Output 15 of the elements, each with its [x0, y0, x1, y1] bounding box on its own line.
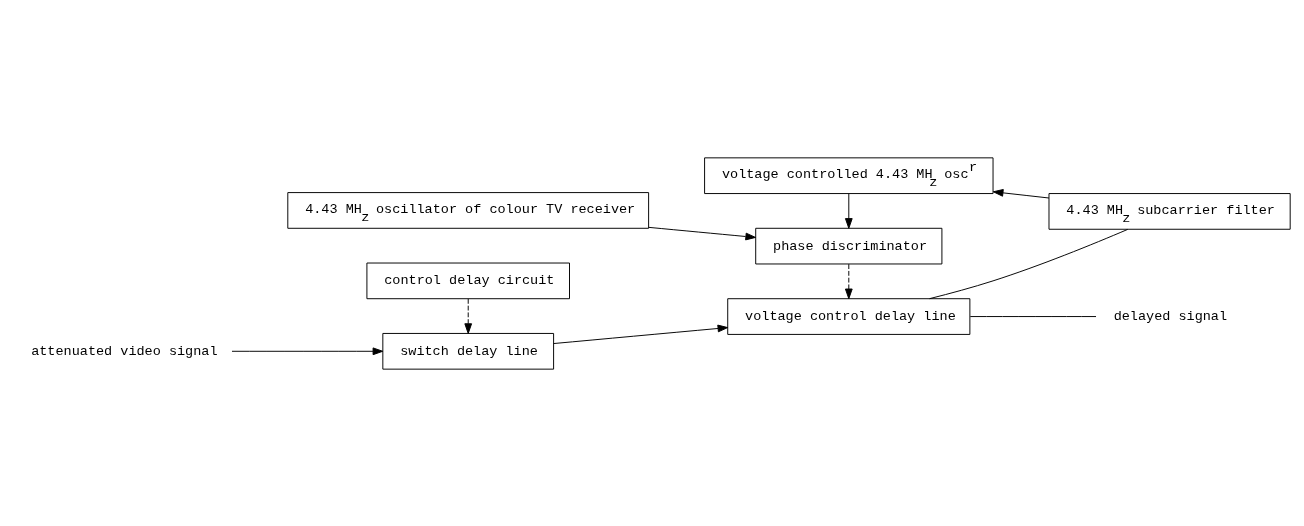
node-text: delayed signal: [1113, 308, 1228, 324]
connector: [969, 315, 1097, 317]
node-box: control delay circuit: [366, 262, 570, 299]
arrow: [844, 263, 853, 299]
arrow: [844, 192, 853, 229]
arrow: [992, 188, 1050, 198]
node-box: voltage control delay line: [727, 297, 971, 335]
node-box: phase discriminator: [755, 227, 943, 264]
node-text: attenuated video signal: [31, 343, 218, 359]
arrow: [464, 297, 473, 334]
arrow: [648, 226, 756, 240]
node-box: switch delay line: [382, 332, 555, 370]
arrow: [553, 324, 729, 344]
connector: [929, 228, 1129, 299]
arrow: [231, 346, 384, 355]
